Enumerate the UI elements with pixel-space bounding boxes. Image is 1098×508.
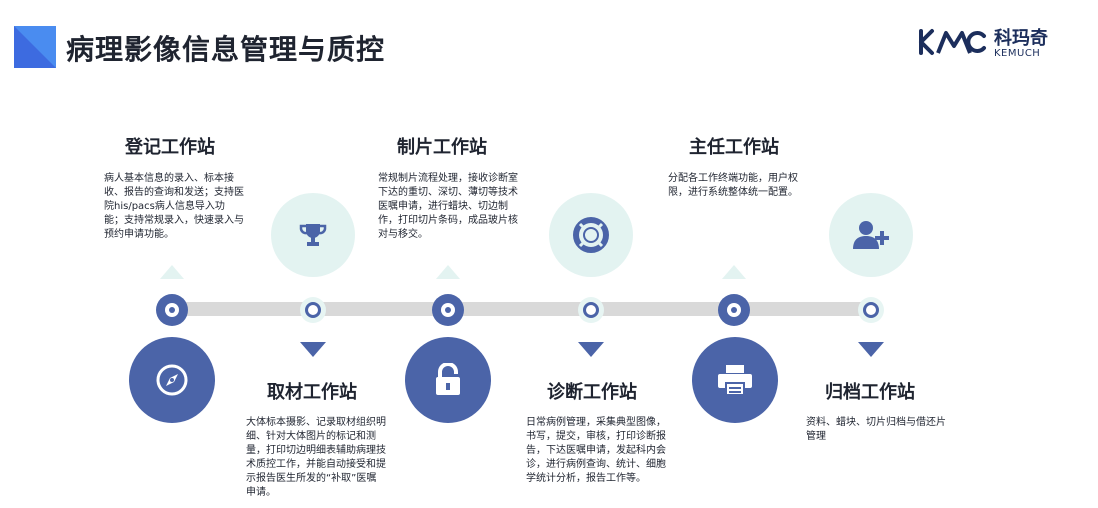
station-title-1: 登记工作站: [125, 137, 215, 158]
station-icon-badge-3: [405, 337, 491, 423]
timeline-node-1: [156, 294, 188, 326]
timeline-node-5: [718, 294, 750, 326]
timeline-node-2: [300, 297, 326, 323]
logo-chinese-name: 科玛奇: [994, 28, 1048, 49]
logo-english-name: KEMUCH: [994, 48, 1041, 59]
compass-icon: [156, 364, 188, 396]
title-accent-icon: [14, 26, 56, 68]
station-icon-badge-6: [829, 193, 913, 277]
lifebuoy-icon: [573, 217, 609, 253]
add-user-icon: [853, 221, 889, 249]
pointer-up-1: [160, 265, 184, 279]
station-title-5: 主任工作站: [689, 137, 779, 158]
page-title: 病理影像信息管理与质控: [66, 33, 386, 66]
timeline-track: [170, 302, 875, 316]
timeline-node-6: [858, 297, 884, 323]
timeline-node-3: [432, 294, 464, 326]
timeline-node-4: [578, 297, 604, 323]
station-desc-2: 大体标本摄影、记录取材组织明细、针对大体图片的标记和测量，打印切边明细表辅助病理…: [246, 417, 386, 498]
station-desc-4: 日常病例管理，采集典型图像，书写，提交，审核，打印诊断报告，下达医嘱申请，发起科…: [526, 417, 666, 484]
station-icon-badge-5: [692, 337, 778, 423]
station-title-3: 制片工作站: [397, 137, 487, 158]
pointer-down-6: [858, 342, 884, 357]
station-title-4: 诊断工作站: [547, 382, 637, 403]
trophy-icon: [299, 224, 327, 246]
station-title-2: 取材工作站: [267, 382, 357, 403]
station-desc-5: 分配各工作终端功能，用户权限，进行系统整体统一配置。: [668, 173, 798, 198]
pointer-down-4: [578, 342, 604, 357]
pointer-down-2: [300, 342, 326, 357]
printer-icon: [718, 365, 752, 396]
station-desc-3: 常规制片流程处理，接收诊断室下达的重切、深切、薄切等技术医嘱申请，进行蜡块、切边…: [378, 173, 518, 240]
station-desc-6: 资料、蜡块、切片归档与借还片管理: [806, 417, 946, 442]
station-icon-badge-4: [549, 193, 633, 277]
station-title-6: 归档工作站: [825, 382, 915, 403]
kmc-logo-icon: [919, 29, 986, 55]
station-icon-badge-2: [271, 193, 355, 277]
lock-icon: [436, 363, 460, 395]
station-icon-badge-1: [129, 337, 215, 423]
brand-logo: 科玛奇 KEMUCH: [918, 24, 1058, 60]
pointer-up-5: [722, 265, 746, 279]
station-desc-1: 病人基本信息的录入、标本接收、报告的查询和发送；支持医院his/pacs病人信息…: [104, 173, 244, 240]
pointer-up-3: [436, 265, 460, 279]
